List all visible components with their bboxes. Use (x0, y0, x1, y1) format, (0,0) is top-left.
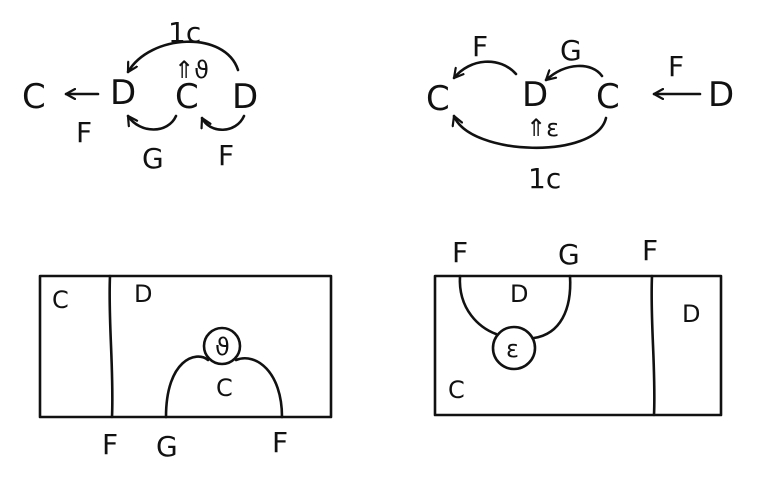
tl-arrow-g (126, 114, 178, 131)
top-left-diagram: C D C D F 1c ⇑ϑ G F (22, 16, 258, 175)
br-region-c: C (448, 376, 465, 404)
tr-arc-identity (454, 114, 608, 150)
br-region-d: D (682, 300, 700, 328)
br-frame (433, 274, 723, 417)
bl-wire-f-right (234, 357, 284, 419)
bl-wire-f (108, 274, 114, 419)
tl-arrow-f (202, 114, 246, 132)
bl-wire-g (164, 355, 210, 419)
br-wire-g (532, 274, 572, 340)
tl-object-c: C (175, 77, 199, 117)
bl-node (202, 326, 242, 366)
tr-arrow-g (544, 64, 604, 82)
bl-region-d: D (134, 280, 152, 308)
tl-label-f-left: F (76, 116, 92, 149)
bl-label-g: G (156, 430, 178, 463)
bl-node-label: ϑ (215, 333, 230, 361)
br-node-label: ε (506, 335, 519, 363)
tl-object-d-right: D (232, 77, 258, 117)
bl-region-c: C (52, 286, 69, 314)
tr-object-c: C (596, 77, 620, 117)
tr-label-g: G (560, 34, 582, 67)
tr-arc-label: 1c (528, 162, 561, 195)
bl-inner-c: C (216, 374, 233, 402)
tl-arc-identity (126, 40, 240, 74)
br-inner-d: D (510, 280, 528, 308)
tr-label-f-right: F (668, 50, 684, 83)
bl-frame (38, 274, 333, 419)
br-wire-f-right (650, 274, 656, 417)
br-node (491, 325, 537, 371)
br-label-f-right: F (642, 234, 658, 267)
top-right-diagram: C D C D F G F 1c ⇑ε (426, 30, 734, 195)
bl-label-f-left: F (102, 428, 118, 461)
bottom-right-string-diagram: ε D D C F G F (433, 234, 723, 417)
br-wire-f (458, 274, 498, 336)
br-label-g: G (558, 238, 580, 271)
tr-object-d: D (522, 75, 548, 115)
bl-label-f-right: F (272, 426, 288, 459)
tl-label-g: G (142, 142, 164, 175)
tl-object-c-left: C (22, 77, 46, 117)
tr-double-arrow-label: ⇑ε (526, 114, 559, 142)
tr-arrow-f-top (452, 60, 518, 80)
tr-object-d-right: D (708, 75, 734, 115)
bottom-left-string-diagram: ϑ C D C F G F (38, 274, 333, 463)
tl-object-d: D (110, 73, 136, 113)
tl-double-arrow-label: ⇑ϑ (174, 56, 209, 84)
tl-label-f-right: F (218, 139, 234, 172)
tr-label-f-top: F (472, 30, 488, 63)
tl-arc-label: 1c (168, 16, 201, 49)
br-label-f-left: F (452, 236, 468, 269)
tr-object-c-left: C (426, 79, 450, 119)
